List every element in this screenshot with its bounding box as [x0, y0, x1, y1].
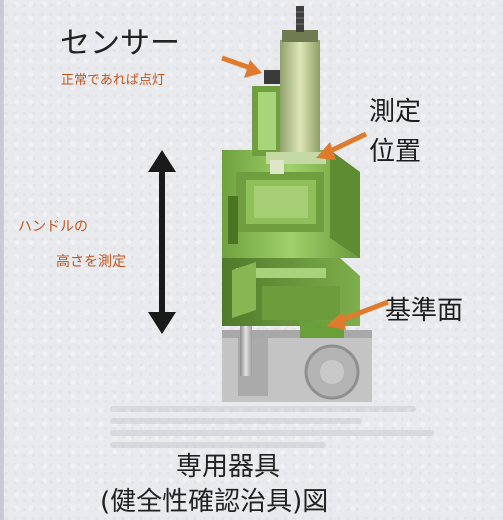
sensor-status-note: 正常であれば点灯 — [61, 73, 165, 88]
page-edge — [0, 0, 4, 520]
double-headed-arrow-icon — [148, 150, 176, 334]
background-text-decoration — [110, 400, 470, 470]
measure-position-line2: 位置 — [369, 137, 422, 167]
caption-subtitle: (健全性確認治具)図 — [100, 487, 329, 517]
handle-height-label-line2: 高さを測定 — [56, 254, 126, 270]
sensor-column — [252, 6, 326, 174]
sensor-label: センサー — [60, 26, 180, 61]
orange-arrow-icon — [221, 55, 389, 330]
measure-position-line1: 測定 — [369, 97, 422, 127]
base-block — [222, 330, 372, 402]
measure-position-label: 測定 位置 — [369, 92, 421, 172]
caption-title: 専用器具 — [176, 452, 281, 482]
handle-height-label-line1: ハンドルの — [18, 219, 88, 235]
green-housing — [222, 150, 360, 338]
reference-face-label: 基準面 — [385, 296, 464, 326]
